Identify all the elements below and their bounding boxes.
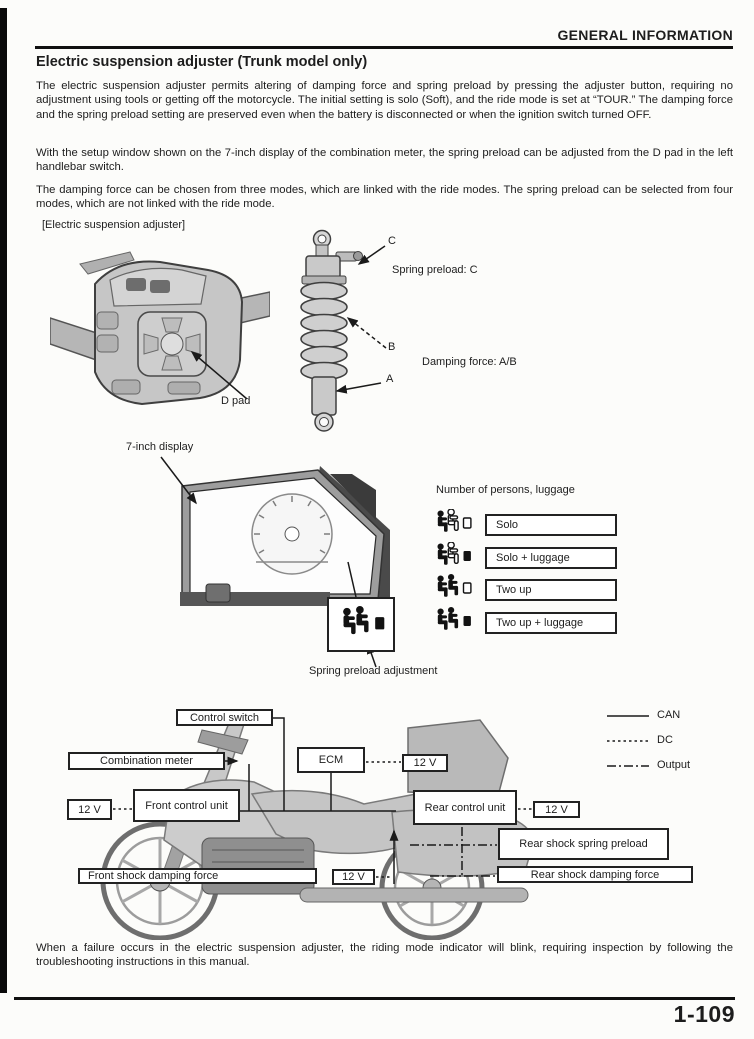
box-control-switch: Control switch bbox=[176, 709, 273, 726]
option-box-solo: Solo bbox=[485, 514, 617, 536]
persons-title: Number of persons, luggage bbox=[436, 484, 575, 496]
box-front-shock-damping-force: Front shock damping force bbox=[78, 868, 317, 884]
callout-label: Spring preload adjustment bbox=[309, 665, 438, 677]
footer-rule bbox=[14, 997, 735, 1000]
page-header: GENERAL INFORMATION bbox=[557, 27, 733, 43]
spring-preload-callout-box bbox=[327, 597, 395, 652]
box-rear-control-unit: Rear control unit bbox=[413, 790, 517, 825]
box-front-control-unit: Front control unit bbox=[133, 789, 240, 822]
box-ecm: ECM bbox=[297, 747, 365, 773]
box-12v-rear: 12 V bbox=[533, 801, 580, 818]
figure-caption: [Electric suspension adjuster] bbox=[42, 219, 186, 231]
option-box-two-up-luggage: Two up + luggage bbox=[485, 612, 617, 634]
box-12v-ecm: 12 V bbox=[402, 754, 448, 772]
section-title: Electric suspension adjuster (Trunk mode… bbox=[36, 54, 368, 70]
spring-preload-label: Spring preload: C bbox=[392, 264, 478, 276]
two-up-luggage-icon bbox=[343, 606, 385, 635]
footer-paragraph: When a failure occurs in the electric su… bbox=[36, 942, 733, 969]
point-b-label: B bbox=[388, 341, 396, 353]
legend-can-label: CAN bbox=[657, 709, 681, 721]
body-paragraph-3: The damping force can be chosen from thr… bbox=[36, 184, 733, 211]
body-paragraph-1: The electric suspension adjuster permits… bbox=[36, 80, 733, 121]
option-box-solo-luggage: Solo + luggage bbox=[485, 547, 617, 569]
solo-luggage-icon bbox=[437, 542, 471, 565]
solo-icon bbox=[437, 509, 472, 532]
header-rule bbox=[35, 46, 733, 49]
display-illustration bbox=[180, 466, 390, 606]
scan-binding-bar bbox=[0, 8, 7, 993]
box-12v-bottom: 12 V bbox=[332, 869, 375, 885]
display-label: 7-inch display bbox=[126, 441, 194, 453]
point-c-label: C bbox=[388, 235, 396, 247]
legend-output-label: Output bbox=[657, 759, 691, 771]
box-rear-shock-damping-force: Rear shock damping force bbox=[497, 866, 693, 883]
page-number: 1-109 bbox=[673, 1001, 735, 1027]
box-12v-front: 12 V bbox=[67, 799, 112, 820]
box-rear-shock-spring-preload: Rear shock spring preload bbox=[498, 828, 669, 860]
damping-force-label: Damping force: A/B bbox=[422, 356, 517, 368]
legend-dc-label: DC bbox=[657, 734, 673, 746]
d-pad-label: D pad bbox=[221, 395, 251, 407]
box-combination-meter: Combination meter bbox=[68, 752, 225, 770]
option-box-two-up: Two up bbox=[485, 579, 617, 601]
two-up-luggage-icon bbox=[437, 607, 471, 630]
two-up-icon bbox=[437, 574, 472, 597]
body-paragraph-2: With the setup window shown on the 7-inc… bbox=[36, 147, 733, 174]
preload-adjuster-c bbox=[353, 251, 363, 261]
rear-shock-illustration bbox=[300, 229, 363, 432]
point-a-label: A bbox=[386, 373, 394, 385]
